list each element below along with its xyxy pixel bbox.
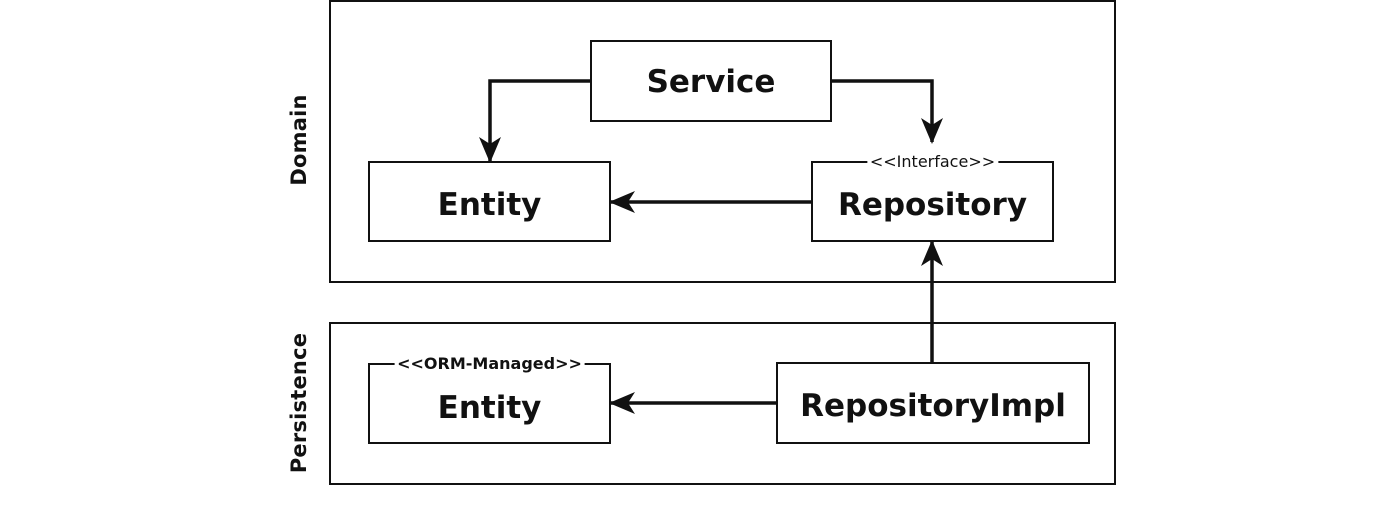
- repository-impl-title: RepositoryImpl: [800, 388, 1066, 424]
- persistence-layer: [329, 322, 1116, 485]
- domain-entity-title: Entity: [437, 187, 542, 223]
- interface-stereotype: <<Interface>>: [866, 152, 999, 172]
- orm-managed-stereotype: <<ORM-Managed>>: [394, 354, 585, 374]
- repository-impl-box: RepositoryImpl: [776, 362, 1090, 444]
- service-title: Service: [646, 64, 776, 100]
- service-box: Service: [590, 40, 832, 122]
- service-to-entity-arrow: [479, 79, 590, 163]
- domain-entity-box: Entity: [368, 161, 611, 242]
- service-to-repository-arrow: [832, 79, 943, 144]
- repository-title: Repository: [837, 187, 1028, 223]
- orm-entity-title: Entity: [437, 390, 542, 426]
- domain-layer: [329, 0, 1116, 283]
- orm-entity-box: <<ORM-Managed>> Entity: [368, 354, 611, 444]
- repository-box: <<Interface>> Repository: [811, 152, 1054, 242]
